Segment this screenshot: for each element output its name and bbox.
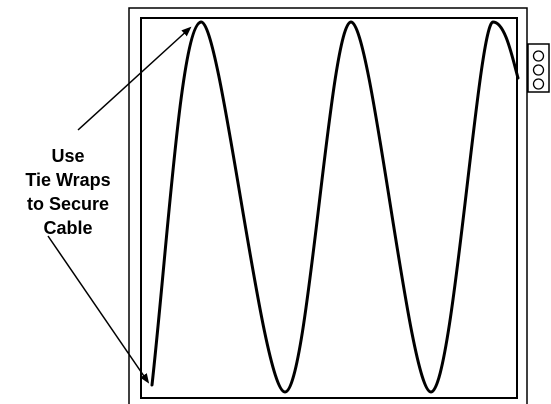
callout-line-3: to Secure bbox=[26, 194, 110, 214]
serpentine-cable bbox=[150, 20, 520, 394]
enclosure-inner-panel bbox=[140, 17, 518, 399]
enclosure-outer-frame bbox=[128, 7, 528, 404]
junction-box bbox=[527, 43, 550, 93]
callout-line-2: Tie Wraps bbox=[25, 170, 111, 190]
callout-line-1: Use bbox=[51, 146, 85, 166]
callout-line-4: Cable bbox=[43, 218, 93, 238]
port-2-icon bbox=[532, 64, 545, 76]
port-3-icon bbox=[532, 78, 545, 90]
port-1-icon bbox=[532, 50, 545, 62]
callout-arrow-bottom bbox=[47, 235, 150, 384]
callout-label: Use Tie Wraps to Secure Cable bbox=[0, 144, 136, 240]
callout-arrow-top bbox=[77, 26, 192, 131]
